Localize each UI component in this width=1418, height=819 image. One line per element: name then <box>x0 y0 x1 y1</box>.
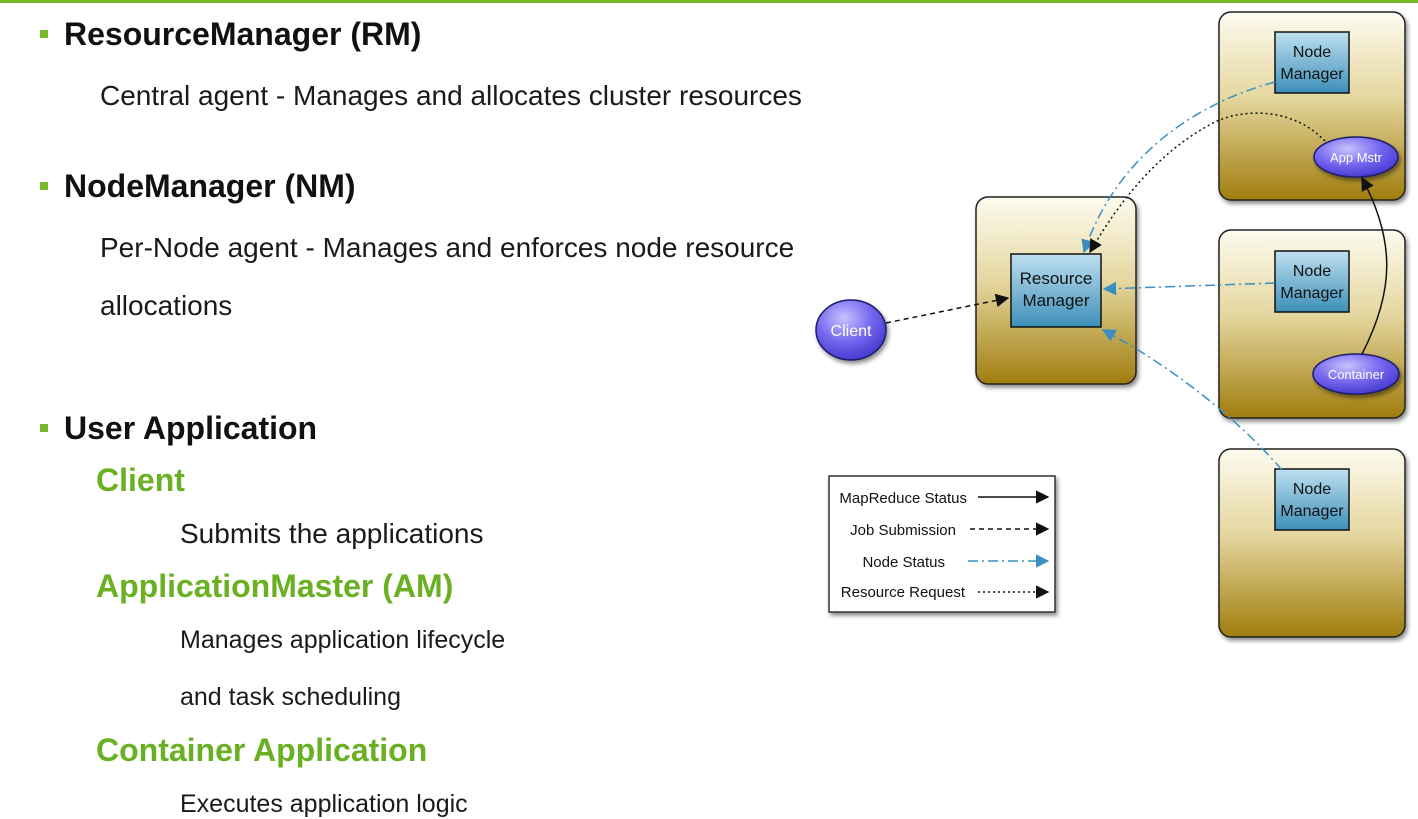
heading-node-manager: NodeManager (NM) <box>64 168 356 204</box>
legend-box <box>828 475 1056 613</box>
subheading-application-master: ApplicationMaster (AM) <box>96 568 454 604</box>
node-manager-box-2 <box>1274 250 1350 313</box>
container-ellipse <box>1312 353 1400 395</box>
client-label: Client <box>831 323 872 340</box>
bullet-nm <box>40 182 48 190</box>
legend-node-label: Node Status <box>862 554 945 571</box>
desc-am-line2: and task scheduling <box>180 683 401 711</box>
client-ellipse <box>815 299 887 361</box>
node-status-arrow-3 <box>1101 329 1283 471</box>
legend-job-label: Job Submission <box>850 522 956 539</box>
rm-label-line2: Manager <box>1022 291 1089 310</box>
mapreduce-status-arrow <box>1361 176 1388 355</box>
subheading-container-application: Container Application <box>96 732 428 768</box>
app-master-label: App Mstr <box>1330 150 1383 165</box>
desc-client: Submits the applications <box>180 518 484 549</box>
desc-container-application: Executes application logic <box>180 790 468 818</box>
nm3-label-line2: Manager <box>1280 503 1344 520</box>
node-manager-box-3 <box>1274 468 1350 531</box>
resource-manager-box <box>1010 253 1102 328</box>
desc-resource-manager: Central agent - Manages and allocates cl… <box>100 80 802 111</box>
resource-request-arrow <box>1089 112 1326 254</box>
heading-user-application: User Application <box>64 410 318 446</box>
legend-resource-label: Resource Request <box>841 584 966 601</box>
bullet-rm <box>40 30 48 38</box>
top-accent-rule <box>0 0 1418 3</box>
node-manager-box-1 <box>1274 31 1350 94</box>
node-host-box-3 <box>1218 448 1406 638</box>
desc-am-line1: Manages application lifecycle <box>180 626 506 654</box>
nm2-label-line2: Manager <box>1280 285 1344 302</box>
desc-node-manager-line1: Per-Node agent - Manages and enforces no… <box>100 232 795 263</box>
heading-resource-manager: ResourceManager (RM) <box>64 16 422 52</box>
bullet-user-app <box>40 424 48 432</box>
rm-label-line1: Resource <box>1020 269 1093 288</box>
desc-node-manager-line2: allocations <box>100 290 233 321</box>
nm1-label-line2: Manager <box>1280 66 1344 83</box>
app-master-ellipse <box>1313 136 1399 178</box>
job-submission-arrow <box>885 293 1010 324</box>
nm3-label-line1: Node <box>1293 481 1331 498</box>
legend-mapreduce-label: MapReduce Status <box>839 490 967 507</box>
nm2-label-line1: Node <box>1293 263 1331 280</box>
node-status-arrow-2 <box>1102 281 1276 296</box>
container-label: Container <box>1328 367 1385 382</box>
subheading-client: Client <box>96 462 185 498</box>
legend: MapReduce Status Job Submission Node Sta… <box>828 475 1056 613</box>
nm1-label-line1: Node <box>1293 44 1331 61</box>
